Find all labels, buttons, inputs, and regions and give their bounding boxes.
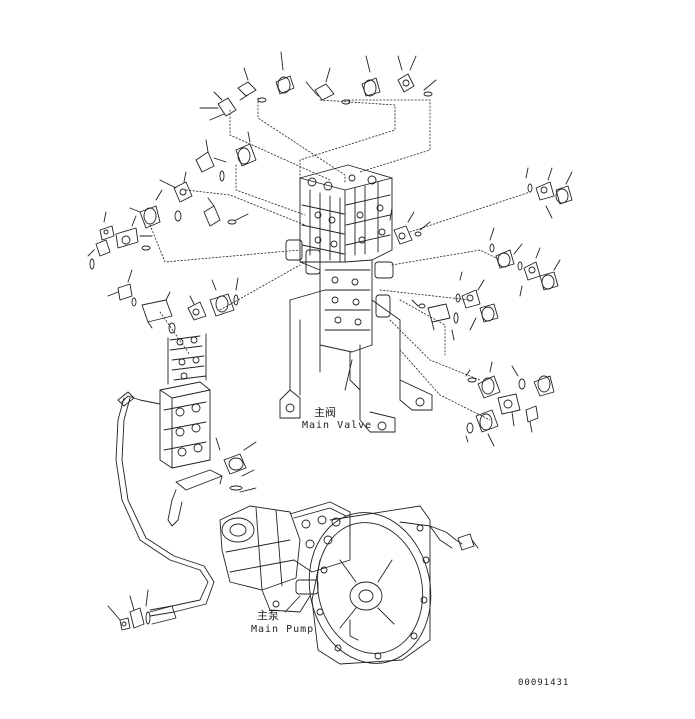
drawing-code: 00091431	[518, 678, 570, 688]
main-valve-label-cn: 主阀	[314, 406, 336, 419]
fittings-bottom-left	[108, 590, 176, 630]
sub-valve-assembly	[116, 334, 214, 616]
pilot-pipe	[168, 438, 256, 526]
main-pump-label-cn: 主泵	[257, 609, 279, 622]
label-leaders	[285, 360, 352, 612]
fittings-right	[390, 168, 572, 446]
fittings-top	[200, 52, 436, 120]
main-valve-label-en: Main Valve	[302, 420, 373, 431]
main-pump-label-en: Main Pump	[251, 624, 315, 635]
main-valve-assembly	[280, 165, 432, 432]
main-pump-assembly	[220, 501, 478, 675]
fittings-left	[88, 132, 256, 333]
